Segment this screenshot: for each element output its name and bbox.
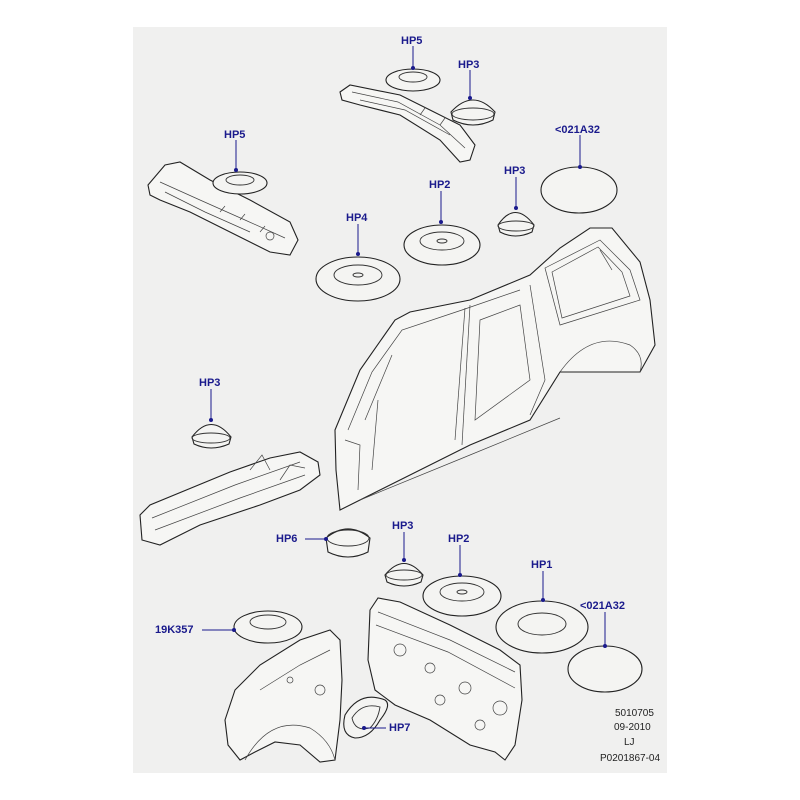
illustration-code: 5010705 <box>615 708 654 719</box>
hp7-plug <box>343 696 389 739</box>
callout-hp3-mid: HP3 <box>504 165 526 177</box>
illustration-date: 09-2010 <box>614 722 651 733</box>
callout-19k357: 19K357 <box>155 624 194 636</box>
callout-hp5-left: HP5 <box>224 129 246 141</box>
front-roof-header <box>147 161 299 256</box>
callout-hp5-top: HP5 <box>401 35 423 47</box>
hp2-plug-lower <box>422 575 502 617</box>
hp5-plug-left <box>212 171 268 195</box>
front-wheel-apron <box>224 629 343 763</box>
rear-roof-crossmember <box>339 84 476 163</box>
hp3-plug-mid <box>497 211 535 237</box>
callout-hp2-lower: HP2 <box>448 533 470 545</box>
illustrator-initials: LJ <box>624 737 635 748</box>
hp2-plug-mid <box>403 224 481 266</box>
callout-021a32-lower: <021A32 <box>580 600 625 612</box>
callout-hp3-top: HP3 <box>458 59 480 71</box>
hp6-plug <box>325 528 371 558</box>
hp5-plug-top <box>385 68 441 92</box>
callout-hp3-left: HP3 <box>199 377 221 389</box>
callout-hp4: HP4 <box>346 212 368 224</box>
floor-side-rail <box>139 451 321 546</box>
illustration-reference: P0201867-04 <box>600 753 661 764</box>
hp4-plug <box>315 256 401 302</box>
callout-hp7: HP7 <box>389 722 411 734</box>
callout-hp6: HP6 <box>276 533 298 545</box>
callout-hp2-mid: HP2 <box>429 179 451 191</box>
callout-hp3-lower: HP3 <box>392 520 414 532</box>
hp1-plug <box>495 600 589 654</box>
021a32-pad-top <box>540 166 618 214</box>
hp3-plug-left <box>191 423 232 449</box>
leader-lines <box>202 46 607 730</box>
callout-hp1: HP1 <box>531 559 553 571</box>
hp3-plug-lower <box>384 562 424 587</box>
body-side-panel <box>334 227 656 511</box>
dash-bulkhead <box>367 597 523 761</box>
021a32-pad-lower <box>567 645 643 693</box>
19k357-grommet <box>233 610 303 644</box>
callout-021a32-top: <021A32 <box>555 124 600 136</box>
hp3-plug-top <box>450 99 496 126</box>
